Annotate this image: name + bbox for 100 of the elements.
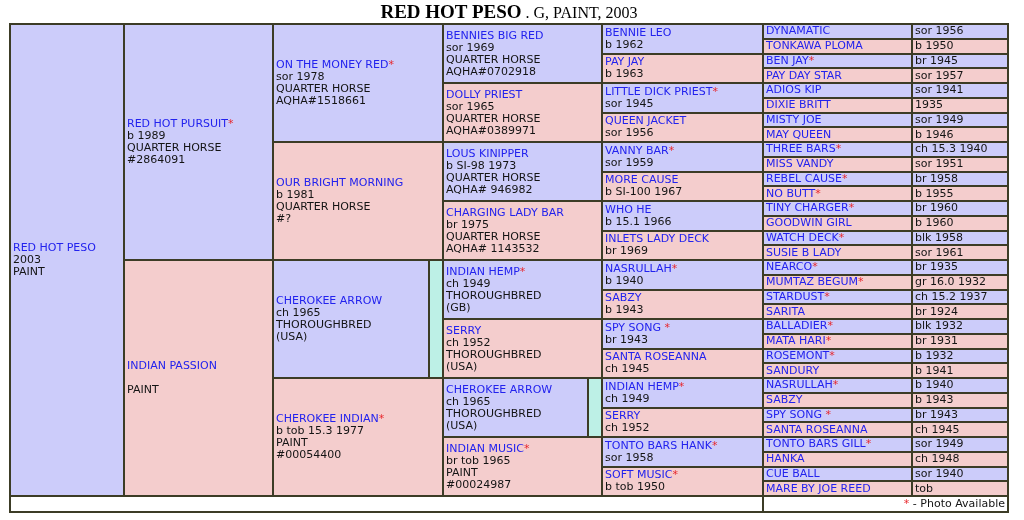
horse-detail: sor 1958 — [605, 451, 654, 464]
pedigree-cell — [444, 25, 601, 82]
horse-detail: sor 1956 — [915, 25, 964, 38]
pedigree-cell — [764, 261, 911, 274]
horse-name: INLETS LADY DECK — [605, 233, 710, 246]
horse-detail: PAINT — [13, 266, 45, 278]
pedigree-cell — [913, 84, 1007, 97]
pedigree-cell — [603, 25, 762, 53]
horse-detail: b tob 15.3 1977 — [276, 425, 364, 437]
horse-name: SERRY — [446, 324, 482, 337]
pedigree-cell — [764, 216, 911, 230]
pedigree-cell — [444, 202, 601, 259]
horse-detail: br 1969 — [605, 245, 648, 258]
horse-name: CUE BALL — [766, 467, 820, 480]
horse-name: RED HOT PURSUIT* — [127, 118, 234, 130]
horse-detail: #00054400 — [276, 449, 342, 461]
pedigree-cell — [764, 320, 911, 333]
pedigree-cell — [603, 438, 762, 466]
horse-detail: b 15.1 1966 — [605, 215, 672, 228]
pedigree-cell — [764, 39, 911, 53]
horse-detail: b SI-98 1973 — [446, 159, 517, 172]
horse-name: BENNIE LEO — [605, 26, 672, 39]
horse-detail: sor 1978 — [276, 71, 325, 83]
horse-name: BENNIES BIG RED — [446, 29, 544, 42]
horse-name: MARE BY JOE REED — [766, 482, 871, 495]
horse-detail: br 1924 — [915, 305, 958, 318]
horse-name: MORE CAUSE — [605, 174, 679, 187]
horse-detail: br tob 1965 — [446, 454, 511, 467]
pedigree-cell — [274, 143, 442, 259]
horse-name: BEN JAY* — [766, 54, 815, 67]
horse-detail: blk 1958 — [915, 231, 963, 244]
pedigree-cell — [764, 305, 911, 318]
pedigree-cell — [764, 172, 911, 186]
horse-name: WHO HE — [605, 203, 652, 216]
horse-detail: b 1955 — [915, 187, 954, 200]
horse-detail: b 1940 — [915, 379, 954, 392]
horse-name: CHEROKEE ARROW — [446, 383, 553, 396]
pedigree-cell — [764, 438, 911, 451]
horse-name: TONKAWA PLOMA — [766, 40, 863, 53]
horse-detail: 1935 — [915, 99, 943, 112]
pedigree-cell — [444, 379, 587, 436]
pedigree-cell — [764, 54, 911, 68]
pedigree-cell — [764, 202, 911, 215]
horse-name: INDIAN HEMP* — [605, 380, 685, 393]
pedigree-cell — [913, 54, 1007, 68]
horse-detail: ch 1948 — [915, 453, 960, 466]
pedigree-cell — [913, 364, 1007, 377]
horse-name: MISS VANDY — [766, 158, 834, 171]
horse-name: SPY SONG * — [605, 321, 670, 334]
pedigree-cell — [603, 202, 762, 230]
horse-detail: b 1989 — [127, 130, 166, 142]
pedigree-cell — [913, 334, 1007, 348]
horse-name: STARDUST* — [766, 290, 830, 303]
horse-name: BALLADIER* — [766, 320, 833, 333]
pedigree-cell — [444, 261, 601, 318]
horse-detail: b 1963 — [605, 68, 644, 81]
horse-detail: ch 1949 — [446, 277, 491, 290]
horse-detail: AQHA# 1143532 — [446, 242, 540, 255]
horse-name: OUR BRIGHT MORNING — [276, 177, 404, 189]
horse-detail: sor 1941 — [915, 84, 964, 97]
pedigree-cell — [913, 113, 1007, 127]
pedigree-cell — [603, 172, 762, 200]
horse-detail: #00024987 — [446, 478, 512, 491]
horse-name: CHEROKEE ARROW — [276, 295, 383, 307]
pedigree-cell — [603, 84, 762, 112]
pedigree-cell — [764, 482, 911, 495]
pedigree-cell — [913, 408, 1007, 422]
horse-detail: sor 1956 — [605, 127, 654, 140]
horse-detail: b 1950 — [915, 40, 954, 53]
pedigree-cell — [764, 275, 911, 289]
pedigree-cell — [913, 305, 1007, 318]
pedigree-cell — [764, 408, 911, 422]
pedigree-cell — [764, 423, 911, 436]
horse-detail: b 1940 — [605, 274, 644, 287]
pedigree-cell — [603, 320, 762, 348]
pedigree-cell — [764, 113, 911, 127]
pedigree-cell — [603, 113, 762, 141]
pedigree-cell — [913, 261, 1007, 274]
horse-detail: THOROUGHBRED — [446, 348, 542, 361]
pedigree-cell — [603, 261, 762, 289]
horse-detail: ch 1965 — [446, 395, 491, 408]
horse-name: SABZY — [605, 292, 642, 305]
pedigree-cell — [444, 143, 601, 200]
pedigree-cell — [913, 275, 1007, 289]
horse-name: TONTO BARS GILL* — [766, 438, 872, 451]
horse-name: DYNAMATIC — [766, 25, 831, 38]
horse-detail: br 1943 — [915, 408, 958, 421]
horse-name: SANTA ROSEANNA — [766, 423, 868, 436]
pedigree-cell — [764, 157, 911, 171]
horse-detail: (USA) — [446, 360, 478, 373]
horse-name: SOFT MUSIC* — [605, 469, 678, 482]
pedigree-cell — [913, 98, 1007, 112]
pedigree-cell — [764, 364, 911, 377]
horse-detail: ch 1949 — [605, 392, 650, 405]
pedigree-cell — [913, 157, 1007, 171]
pedigree-cell — [764, 246, 911, 259]
horse-detail: sor 1957 — [915, 69, 964, 82]
horse-detail: b 1943 — [915, 394, 954, 407]
horse-detail: b 1946 — [915, 128, 954, 141]
horse-detail: AQHA# 946982 — [446, 183, 533, 196]
